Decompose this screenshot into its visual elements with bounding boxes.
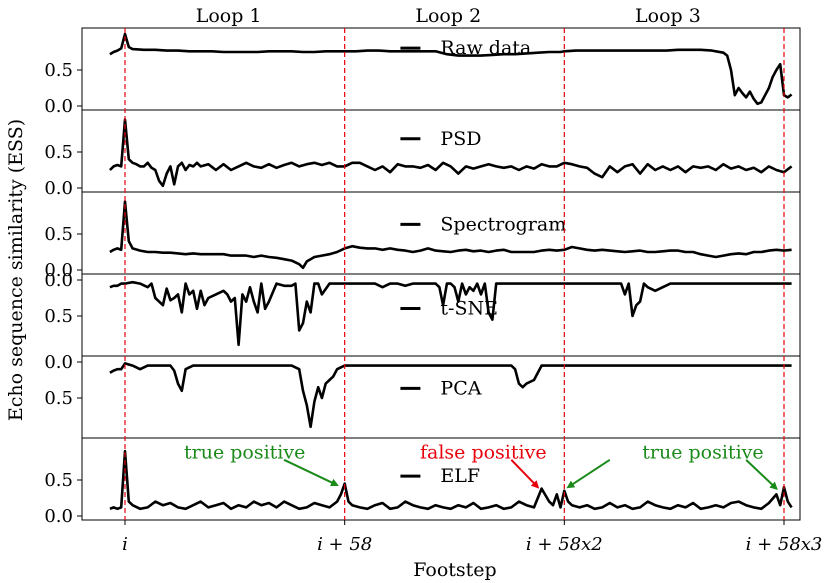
annotation-arrow	[745, 459, 778, 491]
series-line	[109, 449, 793, 511]
panel-elf: 0.0 0.5 ELF	[44, 437, 801, 527]
series-line	[108, 118, 793, 188]
panel-t-sne: 0.0 0.5 t-SNE	[44, 270, 801, 357]
x-tick-label: i + 58	[317, 534, 372, 555]
x-tick-label: i + 58x3	[746, 534, 823, 555]
y-tick-label: 0.0	[44, 270, 73, 291]
loop-label: Loop 1	[196, 5, 262, 27]
panel-raw-data: 0.0 0.5 Raw data	[44, 27, 801, 117]
y-tick-label: 0.5	[44, 470, 73, 491]
x-axis-label: Footstep	[413, 559, 496, 581]
y-tick-label: 0.0	[44, 178, 73, 199]
legend-label: PSD	[440, 128, 481, 150]
legend-label: Spectrogram	[440, 213, 566, 235]
overlay: true positive false positive true positive…	[122, 5, 822, 555]
panel-frame	[81, 437, 801, 521]
x-tick-label: i + 58x2	[526, 534, 603, 555]
legend-label: ELF	[440, 465, 480, 487]
annotation-arrow	[566, 459, 611, 489]
annotation-arrow	[283, 458, 339, 487]
annotation-label: true positive	[184, 441, 305, 463]
legend-label: t-SNE	[440, 298, 498, 320]
panel-spectrogram: 0.0 0.5 Spectrogram	[44, 191, 801, 281]
annotation-label: true positive	[642, 441, 763, 463]
loop-label: Loop 2	[415, 5, 481, 27]
y-tick-label: 0.5	[44, 306, 73, 327]
y-tick-label: 0.5	[44, 142, 73, 163]
y-tick-label: 0.5	[44, 224, 73, 245]
y-tick-label: 0.0	[44, 352, 73, 373]
y-tick-label: 0.0	[44, 96, 73, 117]
annotation-arrow	[510, 459, 540, 489]
y-tick-label: 0.0	[44, 506, 73, 527]
series-line	[109, 200, 792, 270]
panel-pca: 0.0 0.5 PCA	[44, 352, 801, 439]
legend-label: PCA	[440, 377, 481, 399]
y-tick-label: 0.5	[44, 388, 73, 409]
series-line	[109, 280, 792, 347]
y-tick-label: 0.0	[44, 260, 73, 281]
series-line	[109, 362, 792, 429]
labels: Echo sequence similarity (ESS) Footstep	[5, 119, 497, 581]
panel-frame	[81, 109, 801, 193]
legend-label: Raw data	[440, 37, 531, 59]
y-axis-label: Echo sequence similarity (ESS)	[5, 119, 27, 421]
annotation-label: false positive	[420, 441, 547, 463]
y-tick-label: 0.5	[44, 60, 73, 81]
panel-psd: 0.0 0.5 PSD	[44, 109, 801, 199]
x-tick-label: i	[122, 534, 128, 555]
series-line	[109, 32, 793, 106]
loop-label: Loop 3	[635, 5, 701, 27]
